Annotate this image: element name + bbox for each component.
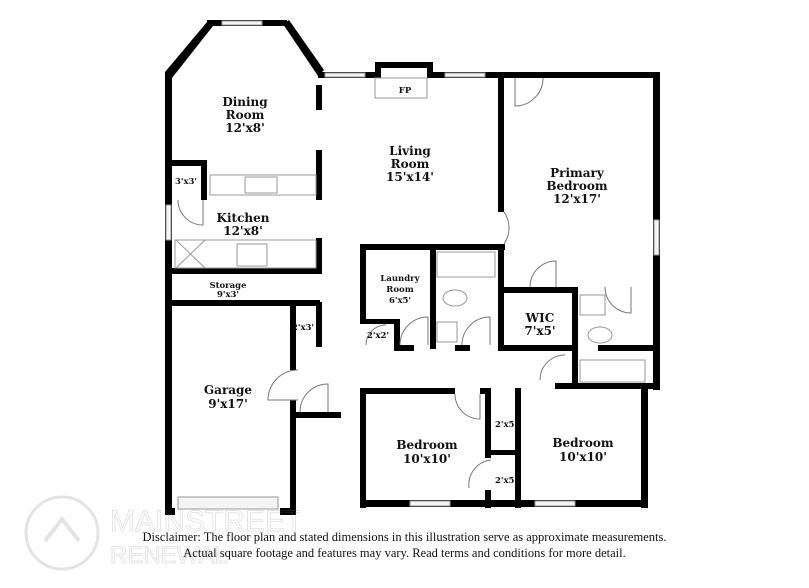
disclaimer-line-1: Disclaimer: The floor plan and stated di… <box>142 530 667 544</box>
garage-closet-dim: 2'x3' <box>292 323 314 333</box>
laundry-room-name: Laundry <box>380 274 420 284</box>
storage-dim: 9'x3' <box>217 290 239 300</box>
dining-room-dim: 12'x8' <box>225 121 265 135</box>
wic-dim: 7'x5' <box>524 324 555 338</box>
fireplace-label: FP <box>399 86 412 96</box>
bedroom-3-name: Bedroom <box>552 436 613 450</box>
closet-b-dim: 2'x5' <box>495 476 517 486</box>
fixtures <box>174 77 646 383</box>
living-room-name: Living <box>389 144 431 158</box>
bedroom-2-dim: 10'x10' <box>403 452 451 466</box>
laundry-room-dim: 6'x5' <box>389 296 411 306</box>
watermark-sub: RENEWAL <box>110 542 228 569</box>
watermark-logo: MAINSTREET RENEWAL <box>24 495 300 571</box>
garage-dim: 9'x17' <box>208 397 248 411</box>
disclaimer-line-2: Actual square footage and features may v… <box>183 546 626 560</box>
kitchen-dim: 12'x8' <box>223 224 263 238</box>
doors <box>177 77 632 489</box>
closet-a-dim: 2'x5' <box>495 420 517 430</box>
room-labels: FP Dining Room 12'x8' Living Room 15'x14… <box>175 86 614 486</box>
bedroom-3-dim: 10'x10' <box>559 450 607 464</box>
watermark-brand: MAINSTREET <box>110 505 300 538</box>
windows <box>165 20 660 510</box>
storage-name: Storage <box>209 281 247 291</box>
bedroom-2-name: Bedroom <box>396 438 457 452</box>
primary-bedroom-name: Primary <box>550 166 605 180</box>
living-room-dim: 15'x14' <box>386 170 434 184</box>
living-room-name-2: Room <box>391 157 430 171</box>
primary-bedroom-dim: 12'x17' <box>553 192 601 206</box>
dining-room-name-2: Room <box>226 108 265 122</box>
walls <box>165 20 660 515</box>
dining-room-name: Dining <box>222 95 268 109</box>
pantry-dim: 3'x3' <box>175 177 197 187</box>
garage-name: Garage <box>204 383 253 397</box>
laundry-room-name-2: Room <box>386 285 413 295</box>
kitchen-name: Kitchen <box>217 211 270 225</box>
wic-name: WIC <box>525 311 555 325</box>
primary-bedroom-name-2: Bedroom <box>546 179 607 193</box>
laundry-closet-dim: 2'x2' <box>367 331 389 341</box>
